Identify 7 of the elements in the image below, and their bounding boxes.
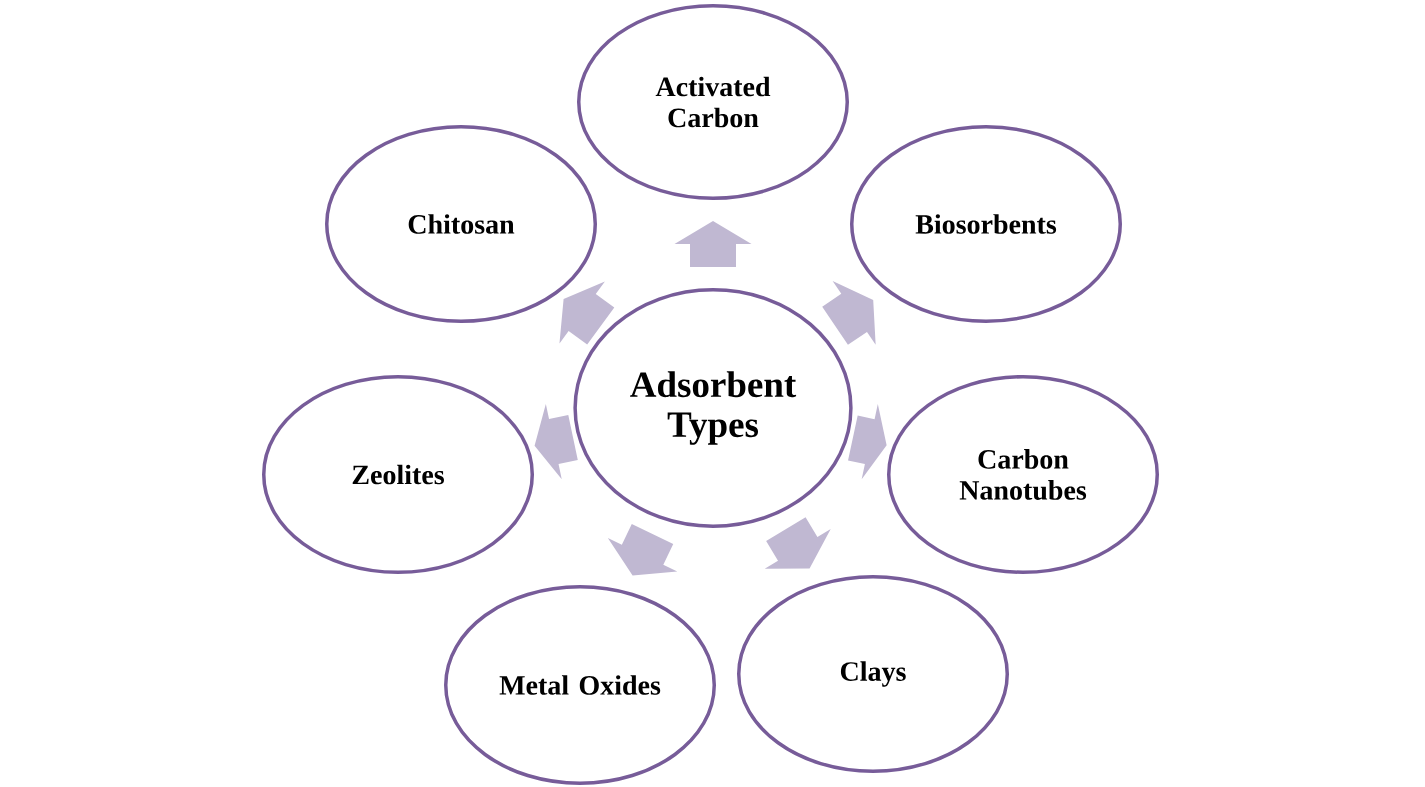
block-arrow bbox=[674, 221, 752, 267]
block-arrow bbox=[534, 403, 578, 480]
block-arrow bbox=[607, 524, 678, 576]
block-arrow bbox=[559, 281, 615, 345]
block-arrow bbox=[822, 280, 876, 345]
block-arrow bbox=[764, 517, 831, 569]
block-arrow bbox=[848, 403, 887, 480]
